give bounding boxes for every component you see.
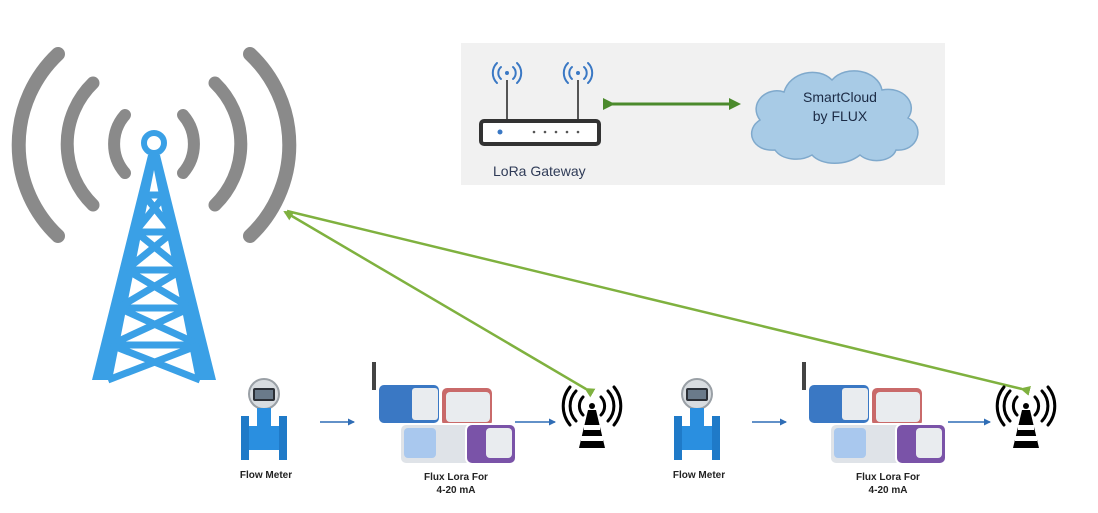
radio-links [283, 209, 1031, 398]
flux-lora-label: Flux Lora For 4-20 mA [842, 471, 934, 497]
flux-lora-label-line1: Flux Lora For [424, 472, 488, 483]
flux-lora-device-icon [802, 362, 947, 465]
flux-lora-label-line2: 4-20 mA [868, 485, 908, 496]
cloud-label-line1: SmartCloud [803, 89, 877, 105]
cell-tower-icon [92, 130, 216, 384]
flow-meter-label: Flow Meter [239, 470, 293, 481]
gateway-label: LoRa Gateway [493, 163, 586, 179]
lora-gateway-icon [479, 62, 601, 146]
cloud-label: SmartCloud by FLUX [770, 88, 910, 126]
flow-meter-icon [674, 378, 720, 460]
antenna-icon [561, 385, 623, 448]
flux-lora-label-line1: Flux Lora For [856, 472, 920, 483]
flux-lora-label-line2: 4-20 mA [436, 485, 476, 496]
flow-meter-label: Flow Meter [672, 470, 726, 481]
flux-lora-device-icon [372, 362, 517, 465]
antenna-icon [995, 385, 1057, 448]
tower-signal-icon [11, 47, 297, 243]
flux-lora-label: Flux Lora For 4-20 mA [410, 471, 502, 497]
cloud-icon [750, 70, 919, 164]
cloud-label-line2: by FLUX [812, 108, 868, 124]
flow-meter-icon [241, 378, 287, 460]
